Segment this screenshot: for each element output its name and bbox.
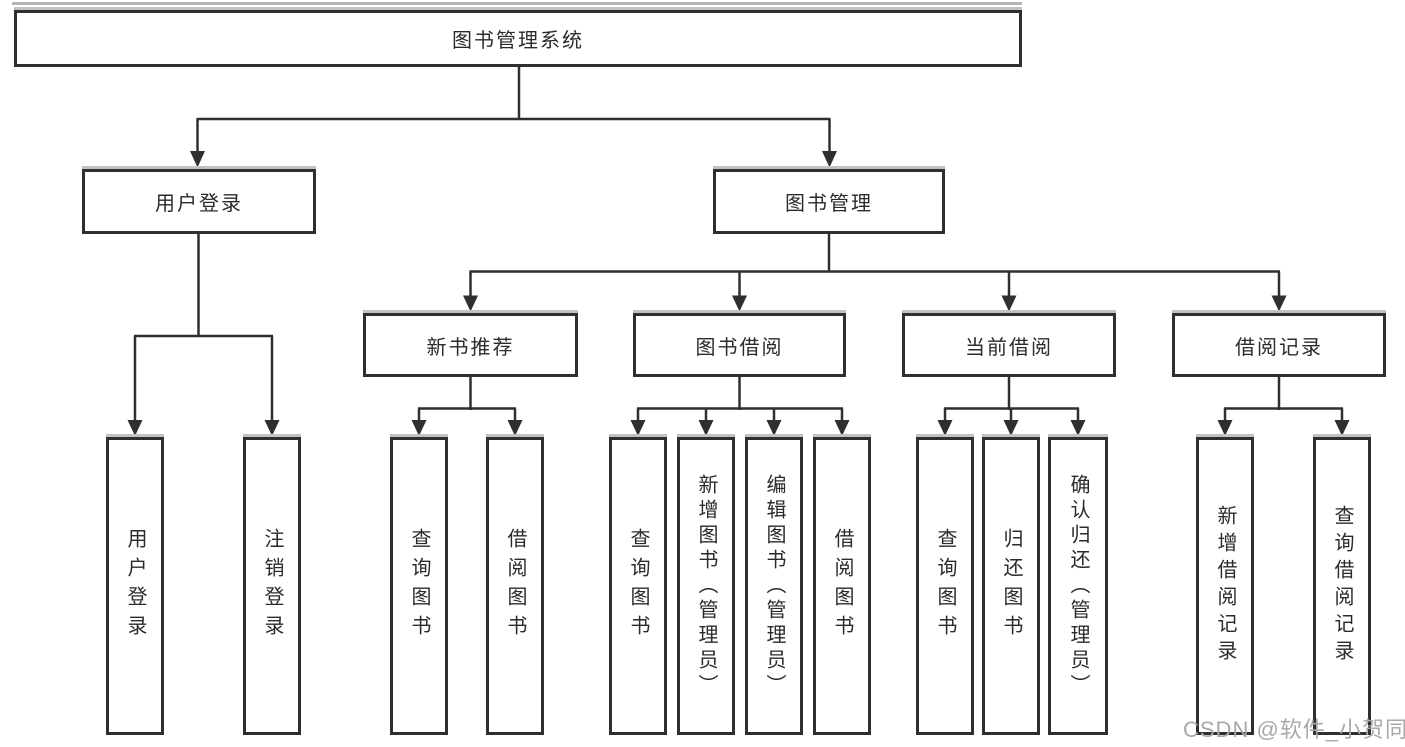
node-borrow-records-label: 借阅记录 — [1235, 336, 1323, 359]
leaf-query-books-3: 查询图书 — [916, 437, 974, 735]
arrowhead-book-mgmt — [822, 151, 837, 168]
node-root-label: 图书管理系统 — [452, 30, 584, 52]
arrowhead-leaf — [630, 420, 646, 436]
arrowhead-leaf — [1003, 420, 1019, 436]
leaf-borrow-books-1-label: 借阅图书 — [504, 528, 526, 644]
arrowhead-leaf — [1217, 420, 1233, 436]
node-root: 图书管理系统 — [14, 10, 1022, 67]
arrowhead-leaf — [1070, 420, 1086, 436]
leaf-confirm-return-admin: 确认归还（管理员） — [1048, 437, 1108, 735]
leaf-add-book-admin: 新增图书（管理员） — [677, 437, 735, 735]
node-book-management: 图书管理 — [713, 169, 945, 234]
arrowhead-leaf — [1334, 420, 1350, 436]
leaf-query-books-3-label: 查询图书 — [934, 528, 956, 644]
leaf-borrow-books-1: 借阅图书 — [486, 437, 544, 735]
watermark-text: CSDN @软件_小贺同学 — [1183, 717, 1405, 742]
leaf-query-borrow-record: 查询借阅记录 — [1313, 437, 1371, 735]
arrowhead-leaf — [411, 420, 427, 436]
leaf-query-books-2: 查询图书 — [609, 437, 667, 735]
leaf-add-borrow-record-label: 新增借阅记录 — [1214, 505, 1236, 667]
top-edge-line — [12, 2, 1022, 5]
leaf-query-books-1: 查询图书 — [390, 437, 448, 735]
leaf-query-books-1-label: 查询图书 — [408, 528, 430, 644]
arrowhead-currentborrow — [1001, 295, 1017, 312]
arrowhead-leaf — [834, 420, 850, 436]
arrowhead-leaf — [507, 420, 523, 436]
node-borrow-records: 借阅记录 — [1172, 313, 1386, 377]
arrowhead-leaf — [937, 420, 953, 436]
leaf-logout: 注销登录 — [243, 437, 301, 735]
leaf-user-login-label: 用户登录 — [124, 528, 146, 644]
node-new-book-recommend-label: 新书推荐 — [426, 336, 515, 359]
node-user-login: 用户登录 — [82, 169, 316, 234]
arrowhead-leaf — [698, 420, 714, 436]
arrowhead-leaf-logout — [264, 420, 280, 436]
leaf-add-book-admin-label: 新增图书（管理员） — [695, 473, 717, 699]
arrowhead-bookborrow — [732, 295, 747, 312]
leaf-edit-book-admin-label: 编辑图书（管理员） — [763, 473, 785, 699]
node-book-borrow: 图书借阅 — [633, 313, 846, 377]
leaf-borrow-books-2-label: 借阅图书 — [831, 528, 853, 644]
leaf-borrow-books-2: 借阅图书 — [813, 437, 871, 735]
leaf-return-books-label: 归还图书 — [1000, 528, 1022, 644]
arrowhead-leaf — [766, 420, 782, 436]
leaf-add-borrow-record: 新增借阅记录 — [1196, 437, 1254, 735]
leaf-logout-label: 注销登录 — [261, 528, 283, 644]
node-book-management-label: 图书管理 — [785, 193, 873, 215]
leaf-edit-book-admin: 编辑图书（管理员） — [745, 437, 803, 735]
leaf-confirm-return-admin-label: 确认归还（管理员） — [1067, 473, 1089, 699]
arrowhead-leaf-login — [127, 420, 143, 436]
arrowhead-borrowrecords — [1271, 295, 1287, 312]
node-current-borrow: 当前借阅 — [902, 313, 1116, 377]
node-new-book-recommend: 新书推荐 — [363, 313, 578, 377]
leaf-return-books: 归还图书 — [982, 437, 1040, 735]
leaf-query-borrow-record-label: 查询借阅记录 — [1331, 505, 1353, 667]
node-user-login-label: 用户登录 — [155, 193, 243, 215]
leaf-query-books-2-label: 查询图书 — [627, 528, 649, 644]
arrowhead-user-login — [190, 151, 205, 168]
node-book-borrow-label: 图书借阅 — [695, 336, 784, 359]
leaf-user-login: 用户登录 — [106, 437, 164, 735]
node-current-borrow-label: 当前借阅 — [965, 336, 1053, 359]
arrowhead-newbook — [463, 295, 478, 312]
